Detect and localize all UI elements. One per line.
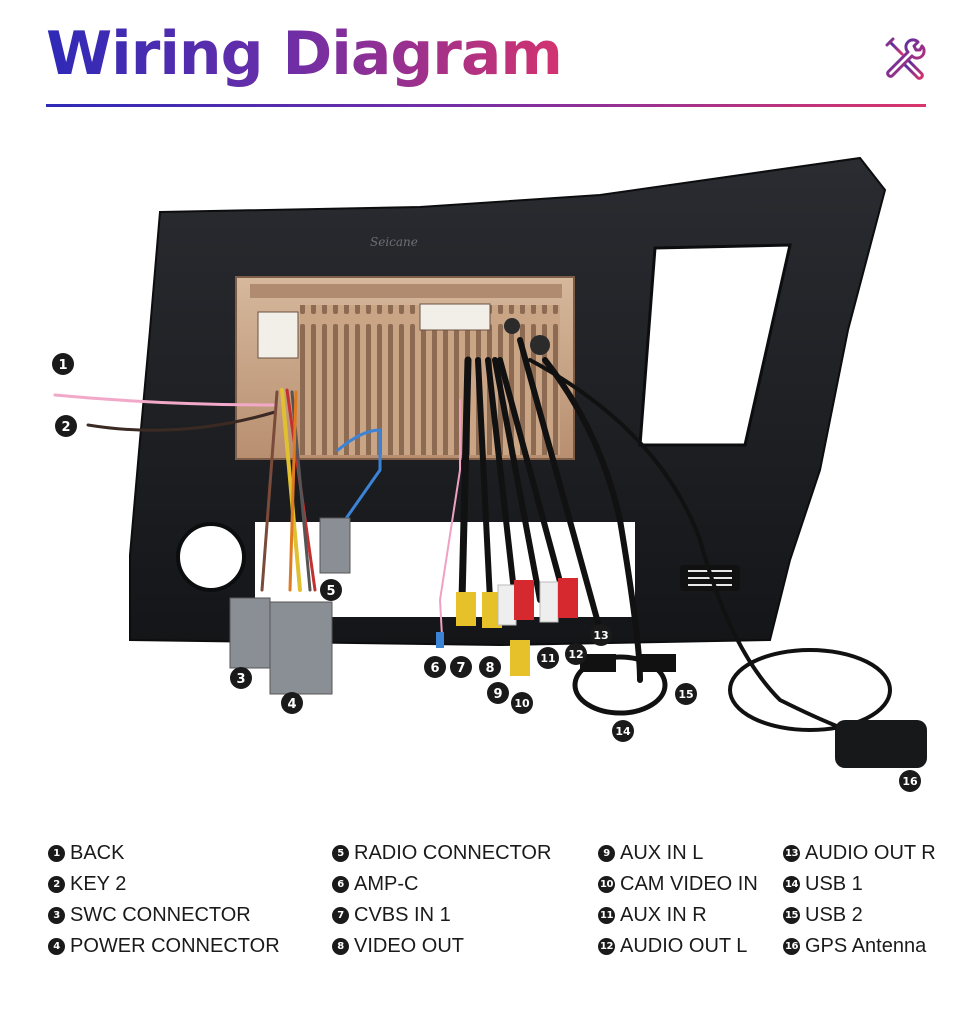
svg-text:3: 3 xyxy=(236,672,245,687)
legend-number: 16 xyxy=(783,938,800,955)
legend-label: SWC CONNECTOR xyxy=(70,904,251,926)
callout-badge: 14 xyxy=(612,720,634,742)
legend: 1 BACK 2 KEY 2 3 SWC CONNECTOR 4 POWER CONNE… xyxy=(0,838,980,968)
legend-number: 3 xyxy=(48,907,65,924)
callout-badge: 11 xyxy=(537,647,559,669)
legend-item: 14 USB 1 xyxy=(783,869,936,900)
legend-item: 8 VIDEO OUT xyxy=(332,931,551,962)
legend-label: RADIO CONNECTOR xyxy=(354,842,552,864)
legend-item: 7 CVBS IN 1 xyxy=(332,900,551,931)
svg-text:10: 10 xyxy=(514,697,530,710)
legend-number: 6 xyxy=(332,876,349,893)
legend-number: 12 xyxy=(598,938,615,955)
legend-label: AUX IN R xyxy=(620,904,707,926)
legend-item: 4 POWER CONNECTOR xyxy=(48,931,280,962)
callout-badge: 4 xyxy=(281,692,303,714)
legend-label: GPS Antenna xyxy=(805,935,927,957)
callout-badge: 12 xyxy=(565,643,587,665)
svg-text:11: 11 xyxy=(540,652,555,665)
svg-text:7: 7 xyxy=(456,661,465,676)
callout-badge: 15 xyxy=(675,683,697,705)
legend-item: 5 RADIO CONNECTOR xyxy=(332,838,551,869)
callout-badge: 9 xyxy=(487,682,509,704)
callout-badge: 3 xyxy=(230,667,252,689)
tools-icon xyxy=(885,37,926,80)
svg-text:16: 16 xyxy=(902,775,918,788)
legend-column: 9 AUX IN L 10 CAM VIDEO IN 11 AUX IN R 12 AU… xyxy=(598,838,758,962)
header-divider xyxy=(46,104,926,107)
legend-number: 5 xyxy=(332,845,349,862)
legend-number: 8 xyxy=(332,938,349,955)
svg-text:13: 13 xyxy=(593,629,608,642)
svg-text:6: 6 xyxy=(430,661,439,676)
legend-label: AUX IN L xyxy=(620,842,704,864)
legend-number: 15 xyxy=(783,907,800,924)
svg-text:2: 2 xyxy=(61,420,70,435)
callout-badge: 13 xyxy=(590,624,612,646)
legend-label: AMP-C xyxy=(354,873,419,895)
legend-label: AUDIO OUT R xyxy=(805,842,936,864)
wiring-diagram: Seicane xyxy=(52,156,927,792)
legend-label: USB 1 xyxy=(805,873,863,895)
legend-label: CVBS IN 1 xyxy=(354,904,451,926)
legend-number: 13 xyxy=(783,845,800,862)
legend-label: VIDEO OUT xyxy=(354,935,465,957)
legend-number: 4 xyxy=(48,938,65,955)
legend-item: 2 KEY 2 xyxy=(48,869,280,900)
brand-label: Seicane xyxy=(370,235,418,249)
legend-label: BACK xyxy=(70,842,125,864)
legend-item: 10 CAM VIDEO IN xyxy=(598,869,758,900)
callout-badge: 7 xyxy=(450,656,472,678)
svg-text:12: 12 xyxy=(568,648,583,661)
legend-item: 11 AUX IN R xyxy=(598,900,758,931)
svg-text:8: 8 xyxy=(485,661,494,676)
legend-column: 1 BACK 2 KEY 2 3 SWC CONNECTOR 4 POWER CONNE… xyxy=(48,838,280,962)
legend-number: 14 xyxy=(783,876,800,893)
legend-item: 12 AUDIO OUT L xyxy=(598,931,758,962)
legend-number: 2 xyxy=(48,876,65,893)
legend-number: 9 xyxy=(598,845,615,862)
legend-item: 1 BACK xyxy=(48,838,280,869)
connectors xyxy=(229,517,927,768)
legend-number: 7 xyxy=(332,907,349,924)
svg-text:1: 1 xyxy=(58,358,67,373)
svg-text:5: 5 xyxy=(326,584,335,599)
legend-column: 5 RADIO CONNECTOR 6 AMP-C 7 CVBS IN 1 8 VIDE… xyxy=(332,838,551,962)
svg-text:9: 9 xyxy=(493,687,502,702)
legend-label: POWER CONNECTOR xyxy=(70,935,280,957)
callout-badge: 1 xyxy=(52,353,74,375)
legend-label: AUDIO OUT L xyxy=(620,935,748,957)
legend-item: 16 GPS Antenna xyxy=(783,931,936,962)
svg-text:14: 14 xyxy=(615,725,631,738)
callout-badge: 8 xyxy=(479,656,501,678)
legend-item: 6 AMP-C xyxy=(332,869,551,900)
callout-badge: 5 xyxy=(320,579,342,601)
callout-badge: 2 xyxy=(55,415,77,437)
legend-item: 9 AUX IN L xyxy=(598,838,758,869)
callout-badge: 16 xyxy=(899,770,921,792)
page-title: Wiring Diagram xyxy=(46,14,563,94)
header: Wiring Diagram xyxy=(46,14,930,110)
legend-label: KEY 2 xyxy=(70,873,127,895)
legend-column: 13 AUDIO OUT R 14 USB 1 15 USB 2 16 GPS Ante… xyxy=(783,838,936,962)
svg-text:15: 15 xyxy=(678,688,693,701)
legend-number: 1 xyxy=(48,845,65,862)
callout-badge: 10 xyxy=(511,692,533,714)
legend-number: 11 xyxy=(598,907,615,924)
legend-number: 10 xyxy=(598,876,615,893)
legend-item: 13 AUDIO OUT R xyxy=(783,838,936,869)
callout-badge: 6 xyxy=(424,656,446,678)
callout-badges: 1 2 3 4 5 6 7 8 9 10 11 12 13 14 15 16 xyxy=(52,353,921,792)
legend-label: USB 2 xyxy=(805,904,863,926)
svg-text:4: 4 xyxy=(287,697,296,712)
legend-item: 15 USB 2 xyxy=(783,900,936,931)
legend-item: 3 SWC CONNECTOR xyxy=(48,900,280,931)
legend-label: CAM VIDEO IN xyxy=(620,873,758,895)
